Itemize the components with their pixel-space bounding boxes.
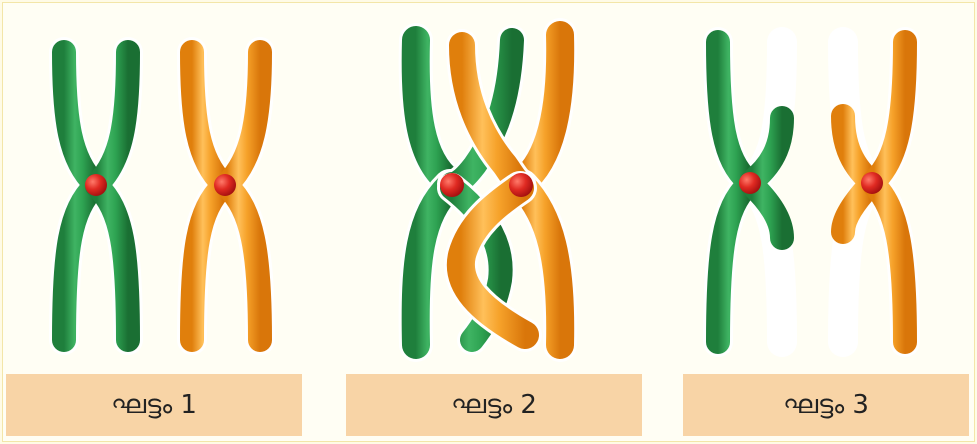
stage-1-orange-chromosome (192, 52, 260, 340)
stage-3-centromere-orange (861, 172, 883, 194)
stage-1-centromere-green (85, 174, 107, 196)
stage-3-caption: ഘട്ടം 3 (683, 374, 969, 436)
stage-1-caption: ഘട്ടം 1 (6, 374, 302, 436)
stage-2-chromosomes (416, 35, 561, 345)
stage-2-centromere-orange (509, 173, 533, 197)
stage-1-chromosomes (64, 52, 260, 340)
stage-2-label: ഘട്ടം 2 (451, 390, 537, 421)
stage-1-label: ഘട്ടം 1 (111, 390, 197, 421)
stage-3-label: ഘട്ടം 3 (783, 390, 869, 421)
stage-2-caption: ഘട്ടം 2 (346, 374, 642, 436)
stage-3-centromere-green (739, 172, 761, 194)
stage-3-chromosomes (718, 42, 905, 342)
stage-1-centromere-orange (214, 174, 236, 196)
stage-2-centromere-green (440, 173, 464, 197)
